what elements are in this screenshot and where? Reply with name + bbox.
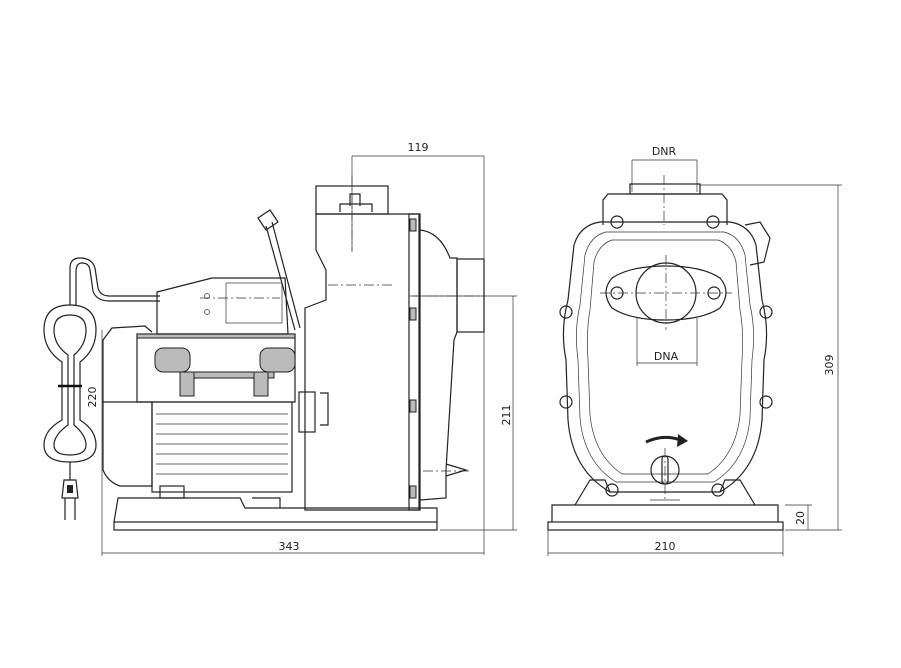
dim-label-211: 211 xyxy=(500,405,513,426)
front-view: DNR 309 20 210 xyxy=(547,145,842,556)
dimension-dnr: DNR xyxy=(631,145,698,192)
dim-label-343: 343 xyxy=(279,540,300,553)
drain-plug xyxy=(650,448,680,500)
outlet-flange xyxy=(602,175,728,225)
dimension-343: 343 xyxy=(101,330,484,556)
front-baseplate xyxy=(547,479,784,531)
inlet-label: DNA xyxy=(654,350,679,363)
dimension-20: 20 xyxy=(785,504,812,530)
plug-icon xyxy=(61,462,79,520)
power-cable: 220 xyxy=(43,257,160,463)
outlet-label: DNR xyxy=(652,145,677,158)
dimension-211: 211 xyxy=(413,295,517,531)
dim-label-210: 210 xyxy=(655,540,676,553)
inlet-flange xyxy=(600,255,732,330)
pump-housing xyxy=(298,175,485,511)
dim-label-20: 20 xyxy=(794,511,807,525)
terminal-box xyxy=(156,277,289,335)
dimension-119: 119 xyxy=(351,141,485,555)
dimension-210: 210 xyxy=(547,528,784,556)
baseplate xyxy=(113,485,438,531)
dim-label-220: 220 xyxy=(86,387,99,408)
bolt-icons xyxy=(559,215,773,497)
side-view: 119 343 211 220 xyxy=(43,141,517,556)
dim-label-119: 119 xyxy=(408,141,429,154)
dimension-dna: DNA xyxy=(636,318,698,366)
rotation-arrow-icon xyxy=(645,434,688,447)
motor xyxy=(102,325,296,493)
dimension-309: 309 xyxy=(700,184,842,531)
dim-label-309: 309 xyxy=(823,355,836,376)
handle xyxy=(257,209,301,331)
